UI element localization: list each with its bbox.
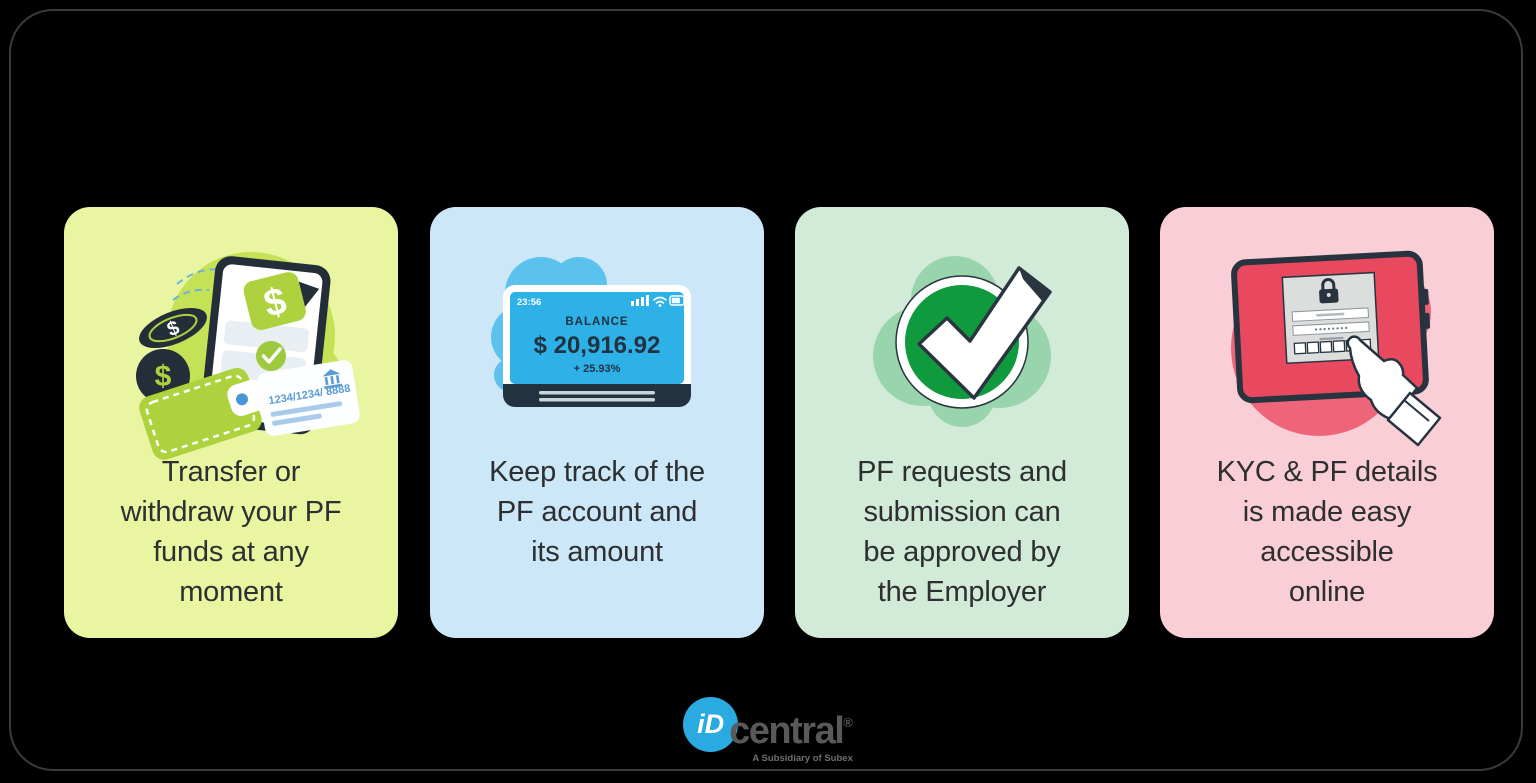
hand-cursor-icon xyxy=(1346,335,1442,447)
bank-icon xyxy=(322,368,343,389)
credit-card: 1234/1234/ 8888 xyxy=(257,359,360,436)
wallet-icon xyxy=(139,367,267,460)
code-label-line xyxy=(1319,336,1344,341)
balance-device-illustration: 23:56 BALANCE $ 20,916 xyxy=(491,256,691,407)
icon-area: 23:56 BALANCE $ 20,916 xyxy=(477,225,717,450)
card-employer-approval: PF requests and submission can be approv… xyxy=(795,207,1129,638)
canvas-frame xyxy=(9,9,1523,771)
balance-value: $ 20,916.92 xyxy=(534,332,661,359)
card-caption: Keep track of the PF account and its amo… xyxy=(489,456,705,568)
balance-change: + 25.93% xyxy=(574,363,621,375)
battery-icon xyxy=(669,294,687,306)
balance-label: BALANCE xyxy=(565,316,628,328)
card-transfer-withdraw: $ $ $ xyxy=(64,207,398,638)
signal-icon xyxy=(631,294,649,306)
approved-check-illustration xyxy=(873,255,1052,427)
balance-device: 23:56 BALANCE $ 20,916 xyxy=(503,284,691,407)
status-time: 23:56 xyxy=(517,297,541,308)
username-text-line xyxy=(1316,312,1345,317)
idcentral-logo: iD central® A Subsidiary of Subex xyxy=(0,697,1536,764)
logo-wordmark: central® A Subsidiary of Subex xyxy=(729,697,853,764)
icon-area xyxy=(847,225,1077,450)
password-field xyxy=(1292,321,1370,336)
logo-mark-text: iD xyxy=(697,709,725,739)
wifi-icon xyxy=(653,296,667,304)
kyc-tablet-hand-illustration xyxy=(1231,250,1442,447)
check-badge-icon xyxy=(256,340,286,371)
dollar-glyph: $ xyxy=(155,360,172,393)
tilted-coin-icon: $ xyxy=(139,307,207,348)
registered-mark: ® xyxy=(843,715,853,730)
icon-area: $ $ $ xyxy=(111,225,360,460)
wifi-dot xyxy=(658,303,662,307)
wallet-money-phone-illustration: $ $ $ xyxy=(136,251,360,460)
icon-area xyxy=(1207,225,1447,450)
logo-tagline: A Subsidiary of Subex xyxy=(752,753,853,764)
check-mark-shadow xyxy=(1019,267,1050,302)
card-kyc-online: KYC & PF details is made easy accessible… xyxy=(1160,207,1494,638)
motion-arc xyxy=(176,267,226,285)
password-dots xyxy=(1314,326,1348,331)
card-caption: Transfer or withdraw your PF funds at an… xyxy=(120,456,342,608)
card-caption: KYC & PF details is made easy accessible… xyxy=(1216,456,1438,608)
card-caption: PF requests and submission can be approv… xyxy=(857,456,1067,608)
idcentral-logo-mark: iD xyxy=(683,697,739,752)
dollar-tag-icon: $ xyxy=(243,271,320,330)
logo-word: central® xyxy=(729,710,853,752)
motion-arc xyxy=(172,288,210,301)
card-track-balance: 23:56 BALANCE $ 20,916 xyxy=(430,207,764,638)
lock-icon xyxy=(1319,278,1339,304)
